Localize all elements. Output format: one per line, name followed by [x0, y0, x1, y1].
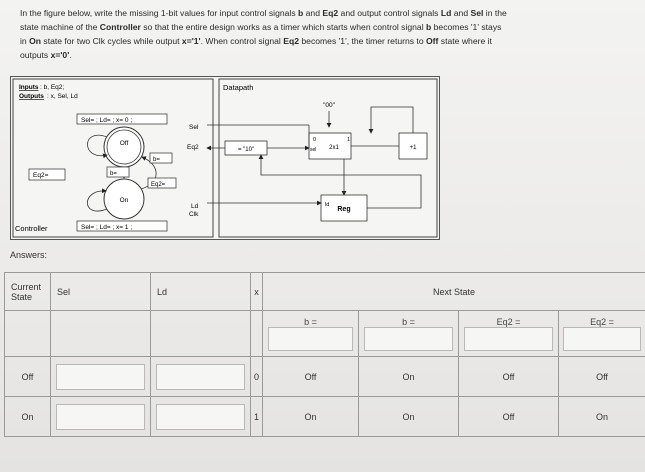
- next-state-cell: On: [358, 396, 459, 437]
- cond-cell: Eq2 =: [557, 310, 645, 357]
- question-text: In the figure below, write the missing 1…: [20, 8, 507, 60]
- header-current-state: Current State: [4, 272, 51, 311]
- mux-sel: sel: [310, 147, 316, 153]
- mux-input-0: 0: [313, 137, 316, 143]
- mux-label: 2x1: [329, 145, 339, 151]
- clk-signal-label: Clk: [189, 211, 199, 218]
- next-state-cell: Off: [557, 356, 645, 397]
- t-eq2-trans: Eq2=: [151, 182, 166, 188]
- controller-datapath-figure: Inputs : b, Eq2; Outputs : x, Sel, Ld Se…: [10, 76, 440, 240]
- mux-input-1: 1: [347, 137, 350, 143]
- ld-input-on[interactable]: [155, 403, 246, 430]
- state-off-label: Off: [120, 140, 129, 147]
- header-sel: Sel: [50, 272, 151, 311]
- t-eq2-self: Eq2=: [33, 172, 49, 179]
- ld-input-off[interactable]: [155, 363, 246, 390]
- next-state-cell: On: [557, 396, 645, 437]
- controller-box: [12, 78, 214, 238]
- cond-input-b-2[interactable]: [363, 326, 454, 351]
- cond-cell: b =: [358, 310, 459, 357]
- register-ld: ld: [325, 202, 329, 208]
- off-actions-box: [76, 113, 168, 125]
- off-actions: Sel= ; Ld= ; x= 0 ;: [81, 117, 132, 124]
- answers-table: Current State Sel Ld x Next State b = b …: [4, 272, 645, 437]
- cond-input-b-1[interactable]: [267, 326, 354, 351]
- comparator-label: = "10": [238, 147, 254, 153]
- row-x: 1: [250, 396, 263, 437]
- next-state-cell: On: [358, 356, 459, 397]
- t-b-self: b=: [153, 157, 160, 163]
- answers-row-off: Off 0 Off On Off Off: [4, 356, 645, 397]
- ld-signal-label: Ld: [191, 203, 199, 210]
- sel-signal-label: Sel: [189, 124, 199, 131]
- state-on: [103, 178, 145, 220]
- datapath-label: Datapath: [223, 83, 253, 92]
- cond-input-eq2-1[interactable]: [463, 326, 554, 351]
- inputs-label: Inputs: [19, 84, 39, 91]
- t-b-trans-box: [106, 166, 130, 178]
- controller-label: Controller: [15, 224, 48, 233]
- cond-label: b =: [304, 316, 317, 327]
- on-to-off-arrow: [140, 156, 157, 190]
- on-self-loop: [86, 188, 108, 212]
- answers-row-on: On 1 On On Off On: [4, 396, 645, 437]
- cond-label: Eq2 =: [496, 316, 521, 327]
- header-x: x: [250, 272, 263, 311]
- const-00: "00": [323, 102, 336, 109]
- outputs-label: Outputs: [19, 93, 44, 100]
- register-box: [320, 194, 368, 222]
- off-self-loop: [87, 134, 108, 159]
- state-on-label: On: [120, 197, 129, 204]
- header-ld: Ld: [150, 272, 251, 311]
- plus1-label: +1: [410, 145, 418, 151]
- plus1-box: [398, 132, 428, 160]
- row-state: Off: [4, 356, 51, 397]
- row-x: 0: [250, 356, 263, 397]
- next-state-cell: On: [262, 396, 359, 437]
- state-off: [103, 126, 145, 168]
- cond-label: b =: [402, 316, 415, 327]
- cond-input-eq2-2[interactable]: [563, 326, 641, 351]
- cond-label: Eq2 =: [590, 316, 614, 327]
- cond-cell: b =: [262, 310, 359, 357]
- mux-box: [308, 132, 352, 160]
- t-b-trans: b=: [110, 171, 117, 177]
- sel-input-on[interactable]: [55, 403, 146, 430]
- t-eq2-self-box: [28, 168, 66, 181]
- answers-condition-row: b = b = Eq2 = Eq2 =: [4, 310, 645, 357]
- row-state: On: [4, 396, 51, 437]
- next-state-cell: Off: [262, 356, 359, 397]
- on-actions: Sel= ; Ld= ; x= 1 ;: [81, 224, 132, 231]
- next-state-cell: Off: [458, 356, 559, 397]
- reg-output-wire: [258, 154, 422, 209]
- datapath-box: [218, 78, 438, 238]
- outputs-text: : x, Sel, Ld: [47, 93, 78, 100]
- eq2-signal-label: Eq2: [187, 144, 199, 151]
- state-off-inner: [106, 129, 142, 165]
- cond-cell: Eq2 =: [458, 310, 559, 357]
- inputs-text: : b, Eq2;: [40, 84, 64, 91]
- next-state-cell: Off: [458, 396, 559, 437]
- register-label: Reg: [337, 206, 350, 213]
- t-b-self-box: [149, 152, 173, 164]
- t-eq2-trans-box: [147, 177, 177, 189]
- sel-input-off[interactable]: [55, 363, 146, 390]
- answers-header-row: Current State Sel Ld x Next State: [4, 272, 645, 311]
- on-actions-box: [76, 220, 168, 232]
- answers-title: Answers:: [10, 250, 48, 260]
- header-next-state: Next State: [261, 272, 645, 311]
- feedback-wire: [368, 106, 414, 134]
